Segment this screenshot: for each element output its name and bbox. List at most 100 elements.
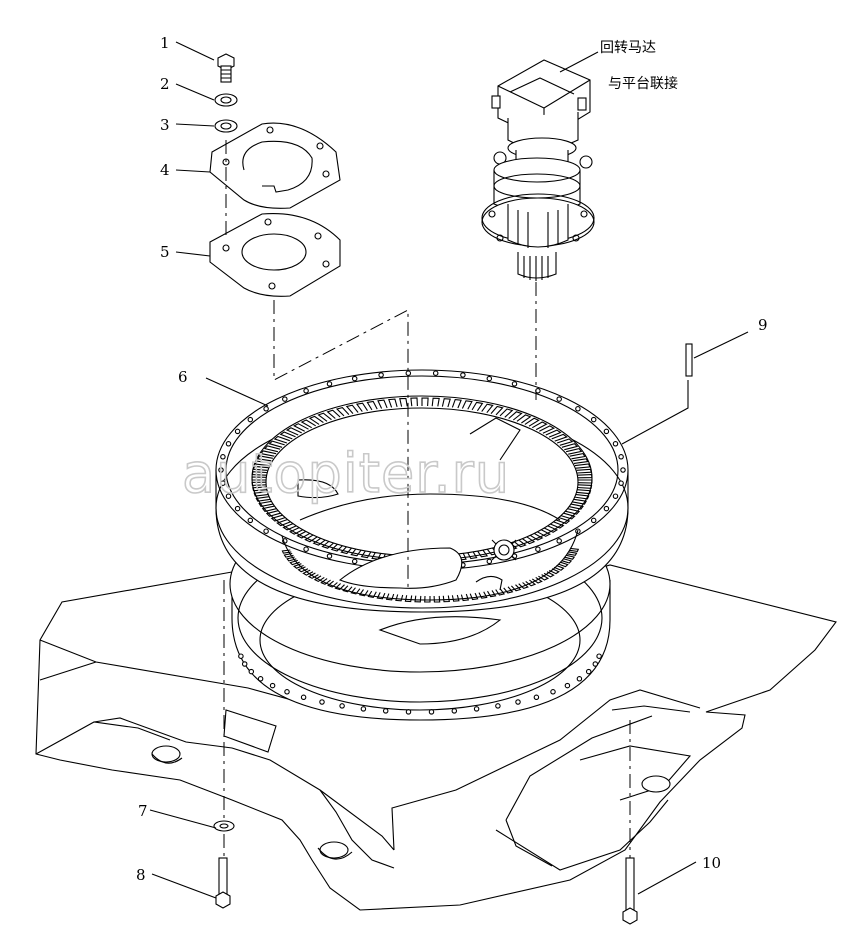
gear-tooth <box>366 400 378 411</box>
bolt-hole <box>405 370 412 376</box>
bolt-hole <box>241 661 248 667</box>
gear-tooth <box>424 595 431 603</box>
bolt-hole <box>220 480 226 486</box>
gear-tooth <box>296 529 312 539</box>
washer-7 <box>213 820 235 832</box>
bolt-hole <box>225 493 232 499</box>
bolt-hole <box>473 706 480 712</box>
gear-tooth <box>524 417 540 427</box>
callout-2: 2 <box>160 75 170 93</box>
gear-tooth <box>520 535 536 545</box>
gear-tooth <box>297 566 309 573</box>
callout-numbers: 1 2 3 4 5 6 7 8 9 10 <box>136 34 768 884</box>
gear-tooth <box>261 505 279 513</box>
gear-tooth <box>376 592 386 600</box>
gear-tooth <box>281 549 292 554</box>
gear-tooth <box>451 594 460 602</box>
bolt-hole <box>225 441 232 447</box>
gear-tooth <box>571 498 588 505</box>
grease-fitting-icon <box>491 539 517 561</box>
gear-tooth <box>466 549 478 560</box>
callout-3: 3 <box>160 116 170 134</box>
gear-tooth <box>255 496 272 502</box>
bolt-hole <box>460 372 466 378</box>
gear-tooth <box>564 554 576 560</box>
gear-tooth <box>340 544 354 555</box>
bolt-hole <box>596 653 602 659</box>
gear-tooth <box>442 595 450 603</box>
note-line-1: 回转马达 <box>600 40 656 56</box>
lower-race-bolt-holes <box>238 653 602 715</box>
bolt-hole <box>234 428 241 435</box>
bolt-hole <box>263 528 269 534</box>
bolt-hole <box>603 505 610 512</box>
gear-tooth <box>263 445 281 453</box>
gear-tooth <box>532 421 548 431</box>
bolt-hole <box>511 381 518 387</box>
gear-tooth <box>495 588 506 596</box>
gear-tooth <box>260 450 277 457</box>
pin-9 <box>685 343 693 377</box>
gear-tooth <box>512 538 527 548</box>
bolt-hole <box>495 703 501 709</box>
bolt-hole <box>592 661 599 667</box>
gear-tooth <box>326 409 341 419</box>
gear-tooth <box>565 447 583 455</box>
gear-tooth <box>471 401 484 412</box>
gear-tooth <box>548 520 565 529</box>
bolt-hole <box>575 406 581 412</box>
gear-tooth <box>253 491 270 497</box>
gear-tooth <box>327 580 338 588</box>
bolt-hole <box>360 706 367 712</box>
gear-tooth <box>461 400 473 410</box>
gear-tooth <box>554 516 571 525</box>
gear-tooth <box>569 547 580 553</box>
gear-tooth <box>451 399 462 409</box>
bolt-1 <box>217 53 235 83</box>
gear-tooth <box>350 587 361 595</box>
bolt-hole <box>220 454 226 460</box>
gear-tooth <box>508 411 523 421</box>
bolt-hole <box>303 388 309 394</box>
bolt-hole <box>576 676 583 682</box>
gear-tooth <box>252 486 268 492</box>
bolt-hole <box>486 375 493 382</box>
watermark-text: autopiter.ru <box>182 442 510 505</box>
gear-tooth <box>414 595 422 603</box>
gear-tooth <box>302 569 314 576</box>
gear-tooth <box>367 590 377 599</box>
gear-tooth <box>431 397 440 407</box>
gear-tooth <box>433 595 441 603</box>
gear-tooth <box>543 571 555 578</box>
bolt-hole <box>238 653 244 659</box>
gear-tooth <box>539 425 555 434</box>
gear-tooth <box>350 546 363 557</box>
bolt-hole <box>234 505 241 512</box>
gear-tooth <box>330 542 345 552</box>
bolt-hole <box>515 699 521 705</box>
gear-tooth <box>345 404 359 414</box>
gear-tooth <box>469 592 479 601</box>
bolt-hole <box>269 682 276 689</box>
gear-tooth <box>577 479 593 484</box>
gear-tooth <box>317 412 332 422</box>
washer-3 <box>214 119 238 133</box>
bolt-hole <box>303 546 309 552</box>
gear-tooth <box>395 594 404 602</box>
gear-tooth <box>334 583 345 591</box>
gear-tooth <box>377 399 388 409</box>
callout-8: 8 <box>136 866 146 884</box>
gear-tooth <box>251 481 267 486</box>
gear-tooth <box>553 564 565 571</box>
bolt-hole <box>382 708 389 714</box>
bolt-hole <box>432 370 439 376</box>
bolt-hole <box>603 428 610 435</box>
bolt-hole <box>405 709 412 715</box>
gear-tooth <box>525 579 537 587</box>
bolt-hole <box>486 558 493 565</box>
callout-6: 6 <box>178 368 188 386</box>
gear-tooth <box>478 591 488 599</box>
gear-tooth <box>490 405 504 416</box>
gear-tooth <box>335 406 350 417</box>
